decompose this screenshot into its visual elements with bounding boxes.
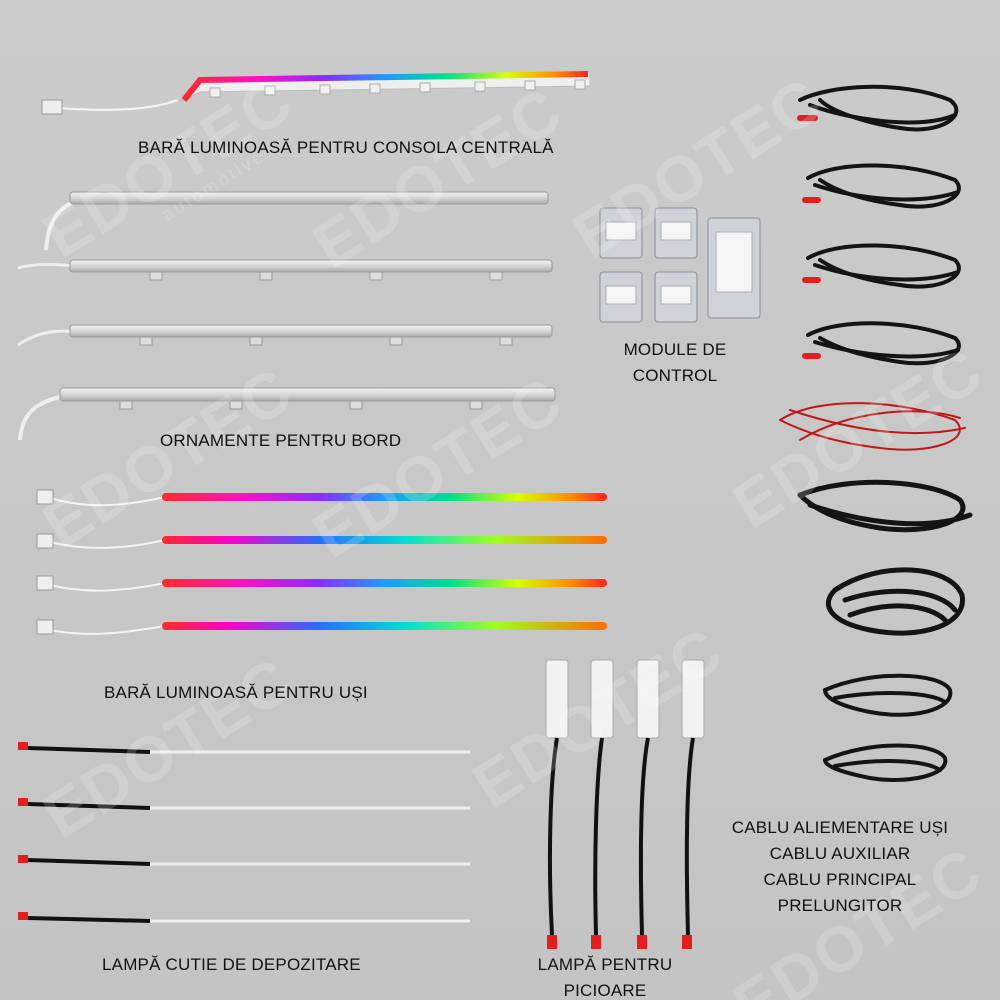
label-storage-lamp: LAMPĂ CUTIE DE DEPOZITARE: [102, 955, 361, 974]
label-cables-line3: CABLU PRINCIPAL: [763, 870, 917, 889]
label-foot-lamp-line2: PICIOARE: [563, 981, 647, 1000]
dashboard-trim-strips: [17, 191, 556, 441]
door-light-bars: [36, 489, 607, 635]
label-foot-lamp-line1: LAMPĂ PENTRU: [537, 955, 673, 974]
label-foot-lamp: LAMPĂ PENTRU PICIOARE: [535, 952, 675, 1000]
label-console-bar: BARĂ LUMINOASĂ PENTRU CONSOLA CENTRALĂ: [138, 138, 554, 157]
label-cables: CABLU ALIEMENTARE UȘI CABLU AUXILIAR CAB…: [705, 815, 975, 919]
label-door-bars: BARĂ LUMINOASĂ PENTRU UȘI: [104, 683, 368, 702]
foot-lamps: [545, 659, 705, 949]
label-control-modules: MODULE DE CONTROL: [610, 337, 740, 389]
label-control-modules-line1: MODULE DE: [623, 340, 727, 359]
label-dashboard-trims: ORNAMENTE PENTRU BORD: [160, 431, 402, 450]
control-modules: [599, 207, 761, 323]
wiring-harnesses: [779, 84, 973, 782]
label-cables-line4: PRELUNGITOR: [777, 896, 903, 915]
label-cables-line2: CABLU AUXILIAR: [769, 844, 911, 863]
storage-box-lamps: [18, 742, 470, 923]
label-cables-line1: CABLU ALIEMENTARE UȘI: [731, 818, 949, 837]
label-control-modules-line2: CONTROL: [632, 366, 718, 385]
console-light-bar: [41, 71, 591, 115]
